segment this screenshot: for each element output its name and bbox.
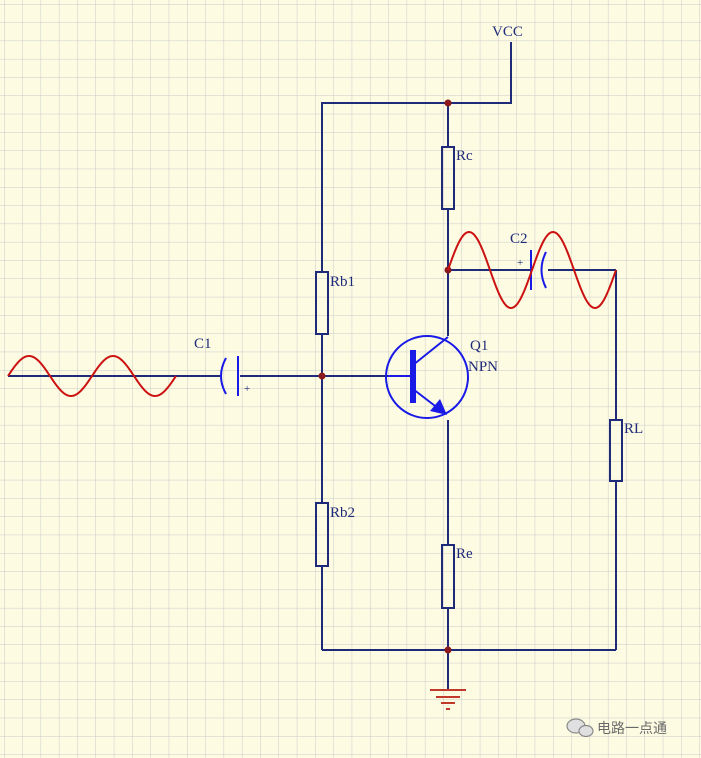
output-signal-waveform [447,230,617,310]
transistor-q1[interactable] [385,335,469,419]
chat-bubble-icon [566,718,594,738]
resistor-rb1[interactable] [315,271,329,335]
q1-label: Q1 [470,338,488,354]
rl-label: RL [624,421,643,437]
c2-label: C2 [510,231,528,247]
rb1-label: Rb1 [330,274,355,290]
rc-label: Rc [456,148,473,164]
junction-node-ground [444,646,452,654]
capacitor-c1[interactable] [220,356,239,396]
watermark: 电路一点通 [566,718,667,738]
c2-plus-sign: + [517,257,523,269]
wires [8,42,617,690]
junction-node-vcc [444,99,452,107]
junction-node-base [318,372,326,380]
resistor-rb2[interactable] [315,502,329,567]
resistor-re[interactable] [441,544,455,609]
re-label: Re [456,546,473,562]
npn-label: NPN [468,359,498,375]
emitter-arrow-icon [430,399,447,415]
vcc-label: VCC [492,24,523,40]
c1-plus-sign: + [244,383,250,395]
resistor-rl[interactable] [609,419,623,482]
c1-label: C1 [194,336,212,352]
ground-symbol-icon [430,689,466,710]
resistor-rc[interactable] [441,146,455,210]
rb2-label: Rb2 [330,505,355,521]
watermark-text: 电路一点通 [597,721,667,737]
input-signal-waveform [7,354,177,398]
